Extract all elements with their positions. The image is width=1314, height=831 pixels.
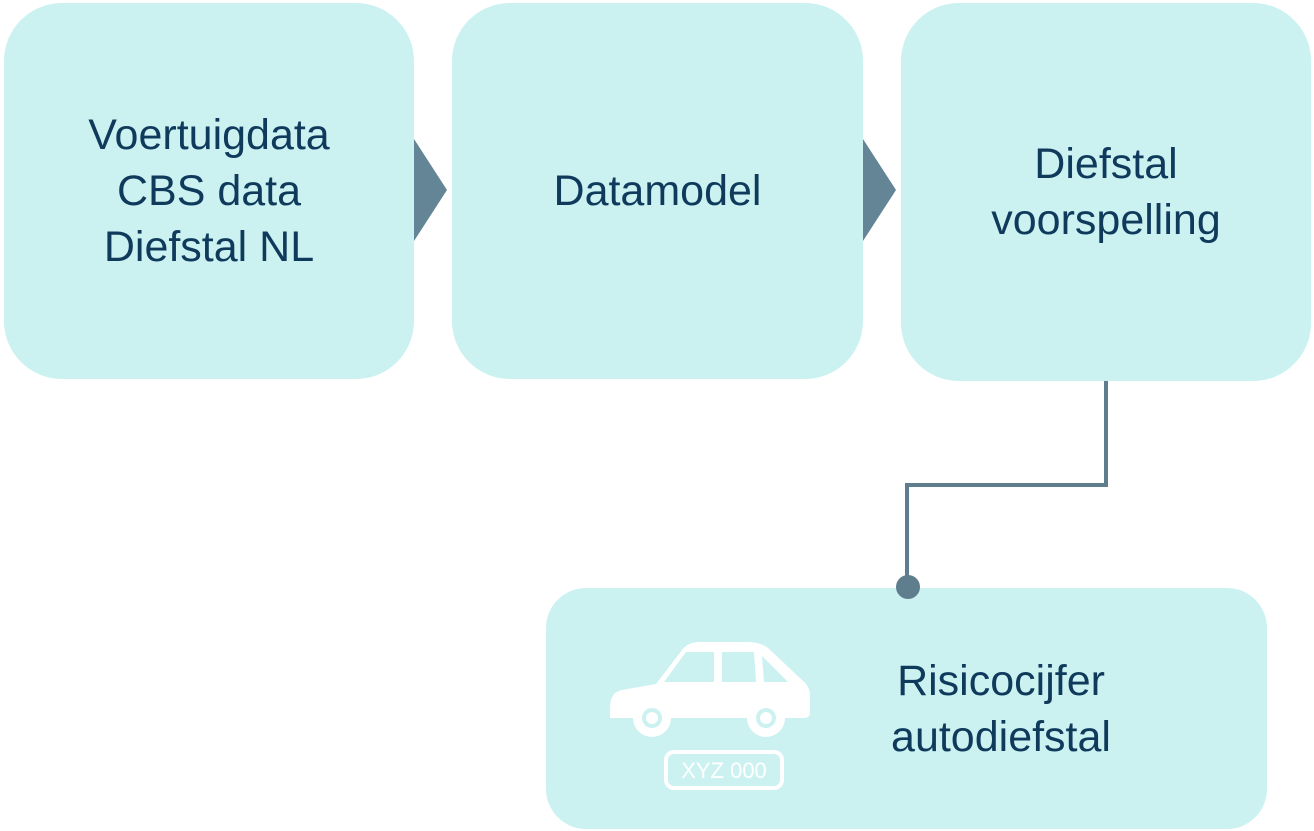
step-line: Voertuigdata (88, 111, 330, 159)
result-line: autodiefstal (891, 713, 1111, 761)
step-line: voorspelling (991, 196, 1221, 244)
step-line: Diefstal NL (103, 223, 315, 271)
step-box-input-data: Voertuigdata CBS data Diefstal NL (4, 3, 414, 379)
result-label: Risicocijfer autodiefstal (876, 653, 1126, 765)
result-box-risk-score: XYZ 000 Risicocijfer autodiefstal (546, 588, 1267, 829)
step-box-prediction: Diefstal voorspelling (901, 3, 1311, 381)
flow-arrow-right (863, 139, 896, 241)
result-line: Risicocijfer (897, 657, 1105, 705)
step-box-datamodel: Datamodel (452, 3, 863, 379)
flow-arrow-right (414, 139, 447, 241)
license-plate-text: XYZ 000 (681, 758, 767, 783)
step-line: CBS data (116, 167, 302, 215)
car-icon: XYZ 000 (610, 642, 810, 790)
step-line: Datamodel (553, 167, 762, 215)
step-line: Diefstal (1034, 140, 1178, 188)
